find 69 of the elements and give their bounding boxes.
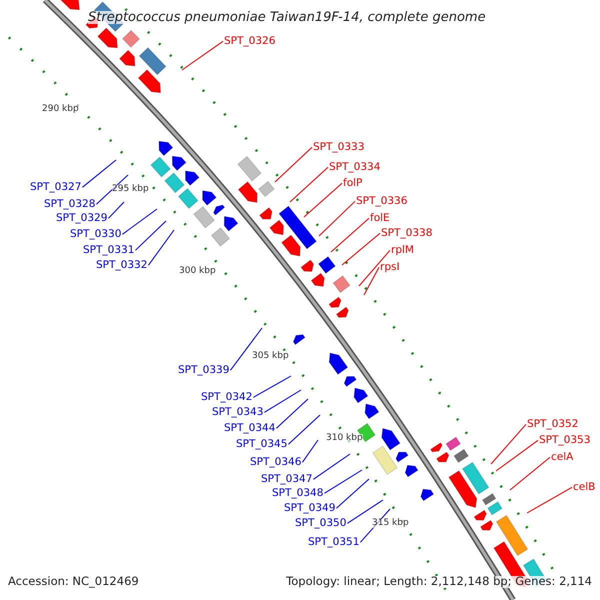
leader-line <box>496 440 538 472</box>
genome-summary: Topology: linear; Length: 2,112,148 bp; Genes: 2,114 <box>286 576 592 588</box>
leader-line <box>312 454 350 480</box>
leader-line <box>274 146 312 182</box>
leader-line <box>182 40 224 70</box>
position-label: 300 kbp <box>179 267 216 276</box>
gene-label: SPT_0338 <box>381 228 432 238</box>
leader-line <box>230 328 262 371</box>
leader-line <box>324 470 362 494</box>
gene-label: folE <box>370 213 390 224</box>
leader-line <box>276 398 308 429</box>
leader-line <box>252 376 292 398</box>
leader-line <box>82 160 116 188</box>
leader-line <box>134 220 166 251</box>
gene-label: SPT_0351 <box>308 537 360 548</box>
leader-line <box>290 166 328 202</box>
gene-label: SPT_0332 <box>96 260 148 270</box>
leader-line <box>96 174 128 205</box>
position-label: 295 kbp <box>112 185 149 194</box>
leader-line <box>490 424 526 464</box>
gene-label: SPT_0345 <box>236 439 288 450</box>
gene-label: SPT_0344 <box>224 423 276 434</box>
gene-label: SPT_0327 <box>30 182 82 192</box>
gene-label: SPT_0326 <box>224 36 276 46</box>
leader-line <box>360 508 390 543</box>
position-label: 290 kbp <box>42 105 79 114</box>
gene-label: SPT_0348 <box>272 488 324 498</box>
gene-label: SPT_0349 <box>284 503 336 514</box>
leader-line <box>288 414 320 445</box>
gene-label: SPT_0329 <box>56 213 108 224</box>
position-label: 310 kbp <box>326 434 363 443</box>
gene-label: SPT_0339 <box>178 365 230 376</box>
gene-label: celB <box>573 482 596 492</box>
leader-line <box>336 478 370 509</box>
leader-line <box>264 390 302 413</box>
leader-line <box>304 182 342 218</box>
leader-line <box>342 232 380 266</box>
accession-note: Accession: NC_012469 <box>8 576 139 588</box>
gene-label: SPT_0353 <box>539 435 590 446</box>
gene-label: SPT_0346 <box>250 457 302 468</box>
leader-line <box>148 230 174 266</box>
map-title: Streptococcus pneumoniae Taiwan19F-14, complete genome <box>88 11 486 24</box>
leader-line <box>302 440 318 463</box>
position-label: 315 kbp <box>372 519 409 528</box>
leader-line <box>510 456 550 490</box>
leader-line <box>108 202 124 219</box>
gene-label: rplM <box>391 245 414 256</box>
leader-line <box>358 250 390 286</box>
gene-label: celA <box>551 452 574 462</box>
leader-line <box>330 218 370 252</box>
gene-label: SPT_0350 <box>295 518 346 528</box>
gene-label: SPT_0343 <box>212 407 264 418</box>
gene-label: SPT_0336 <box>356 196 408 206</box>
gene-label: SPT_0352 <box>527 419 578 430</box>
position-label: 305 kbp <box>252 352 289 361</box>
gene-label: SPT_0331 <box>83 245 134 256</box>
leader-line <box>318 200 356 236</box>
leader-line <box>526 486 572 514</box>
leader-line <box>346 500 384 524</box>
gene-label: SPT_0347 <box>261 474 312 484</box>
gene-label: SPT_0328 <box>44 199 96 210</box>
gene-label: rpsI <box>380 262 400 272</box>
leader-line <box>364 266 380 296</box>
gene-label: SPT_0342 <box>201 392 252 402</box>
gene-label: folP <box>343 178 362 188</box>
leader-line <box>122 208 158 235</box>
gene-label: SPT_0333 <box>313 142 364 152</box>
gene-label: SPT_0334 <box>329 162 380 172</box>
gene-label: SPT_0330 <box>70 229 122 240</box>
